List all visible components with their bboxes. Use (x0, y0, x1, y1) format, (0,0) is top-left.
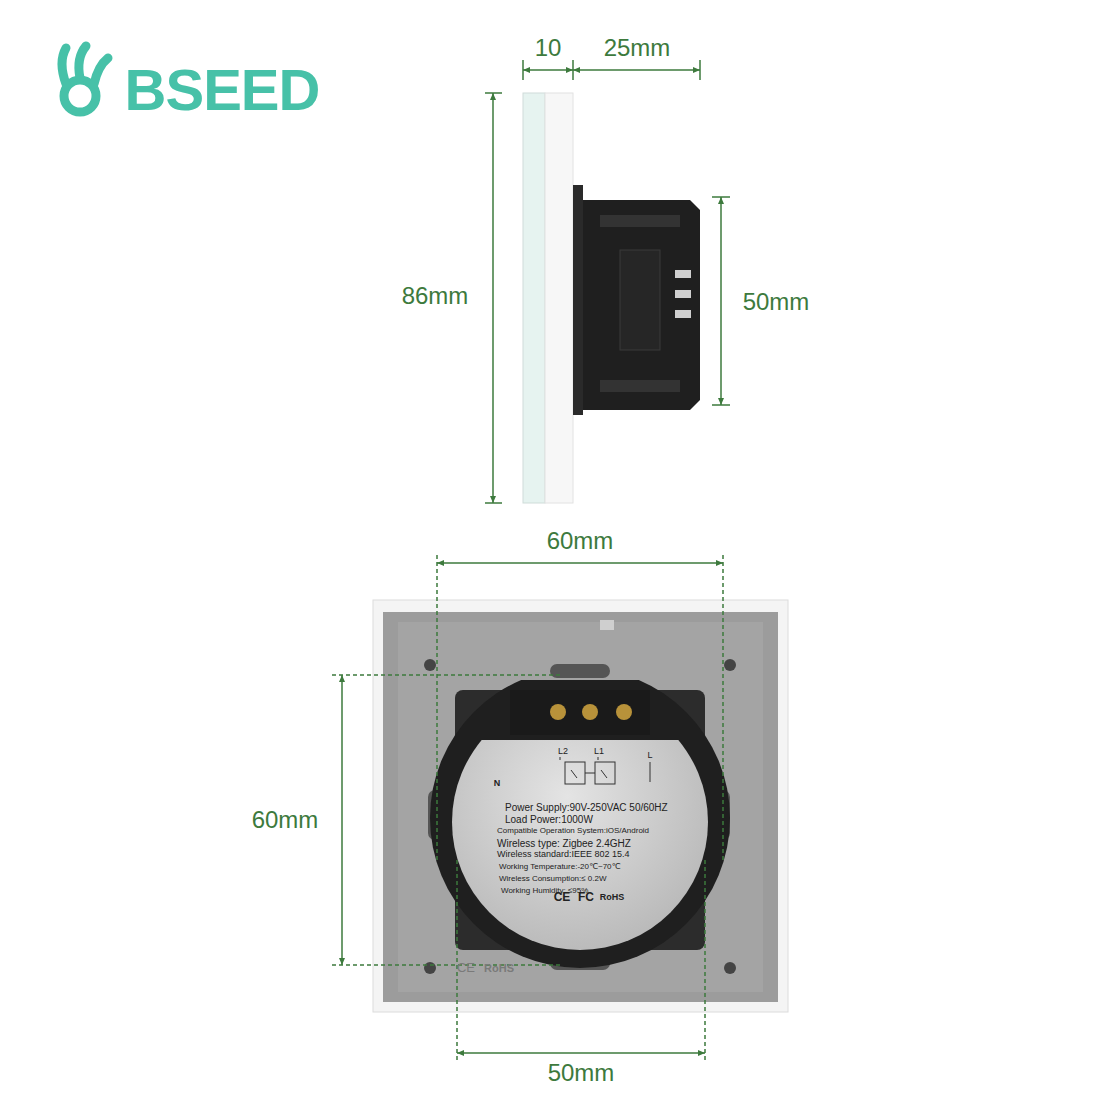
terminal-label: N (494, 779, 501, 789)
dimension-label: 10 (535, 35, 562, 61)
spec-text: Compatible Operation System:iOS/Android (497, 827, 649, 836)
certification-mark: CE (554, 891, 571, 904)
terminal-label: L1 (594, 747, 604, 757)
dimension-label: 86mm (402, 283, 469, 309)
dimension-label: 60mm (547, 528, 614, 554)
embossed-mark: RoHS (484, 962, 514, 974)
brand-logo: BSEED (125, 58, 320, 122)
spec-text: Working Temperature:-20℃~70℃ (499, 863, 621, 872)
spec-text: Load Power:1000W (505, 814, 593, 825)
back-view (373, 600, 788, 1012)
spec-text: Wireless Consumption:≤ 0.2W (499, 875, 607, 884)
dimension-label: 50mm (743, 289, 810, 315)
embossed-mark: CE (457, 961, 475, 975)
certification-mark: RoHS (600, 893, 625, 903)
dimension-label: 60mm (252, 807, 319, 833)
dimension-lines (485, 60, 730, 503)
terminal-label: L (647, 751, 652, 761)
terminal-label: L2 (558, 747, 568, 757)
spec-text: Working Humidity: ≤95% (501, 887, 588, 896)
dimension-label: 50mm (548, 1060, 615, 1086)
spec-text: Wireless standard:IEEE 802 15.4 (497, 850, 630, 860)
side-view (523, 93, 700, 503)
spec-text: Wireless type: Zigbee 2.4GHZ (497, 838, 631, 849)
dimension-lines (332, 555, 723, 1062)
dimension-label: 25mm (604, 35, 671, 61)
certification-mark: FC (578, 891, 594, 904)
spec-text: Power Supply:90V-250VAC 50/60HZ (505, 802, 668, 813)
logo-icon (62, 46, 108, 112)
